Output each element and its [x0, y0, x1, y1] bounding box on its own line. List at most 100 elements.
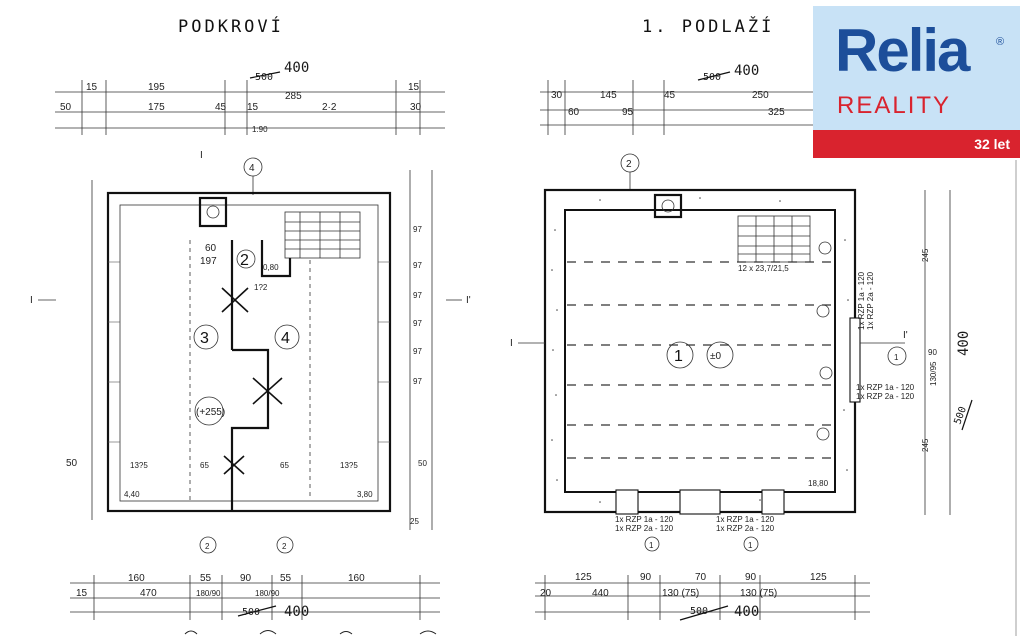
left-bottom-dim-9: 180/90 [255, 589, 280, 598]
right-side-dim-1: 245 [921, 248, 930, 262]
right-side-note-4: 1x RZP 2a - 120 [856, 392, 915, 401]
right-bottom-dim-1: 125 [575, 572, 592, 583]
left-note-60: 60 [205, 243, 217, 254]
right-top-dim-6: 95 [622, 107, 634, 118]
left-top-dim-4: 15 [408, 82, 420, 93]
left-top-dim-8: 15 [247, 102, 259, 113]
left-right-dim-3: 97 [413, 291, 422, 300]
right-level-zero: ±0 [710, 351, 721, 362]
left-note-197: 197 [200, 256, 217, 267]
left-room-4: 4 [281, 330, 290, 347]
logo-registered-mark: ® [996, 36, 1005, 48]
logo-red-bar: 32 let [813, 130, 1020, 158]
right-stair-note: 12 x 23,7/21,5 [738, 264, 789, 273]
left-axis-bottom-1: 2 [205, 542, 210, 551]
left-note-65-b: 65 [280, 461, 289, 470]
left-note-440: 4,40 [124, 490, 140, 499]
right-bottom-total-struck: 500 [690, 606, 708, 617]
left-right-dim-6: 97 [413, 377, 422, 386]
right-plan-title: 1. PODLAŽÍ [642, 15, 774, 37]
left-top-dim-1: 15 [86, 82, 98, 93]
right-bottom-dim-7: 440 [592, 588, 609, 599]
left-side-dim-50: 50 [66, 458, 78, 469]
left-top-dim-10: 30 [410, 102, 422, 113]
left-top-total-struck: 500 [255, 72, 273, 83]
right-door-note-4: 1x RZP 2a - 120 [716, 524, 775, 533]
right-axis-bottom-1: 1 [649, 541, 654, 550]
right-top-dim-3: 45 [664, 90, 676, 101]
right-side-total: 400 [956, 331, 972, 356]
right-room-1: 1 [674, 348, 683, 365]
right-top-dim-4: 250 [752, 90, 769, 101]
left-right-dim-1: 97 [413, 225, 422, 234]
left-bottom-dim-2: 55 [200, 573, 212, 584]
left-section-i-prime: I' [466, 295, 471, 306]
right-bottom-dim-8: 130 (75) [662, 588, 699, 599]
logo-brand-text: Relia [835, 17, 970, 84]
left-bottom-dim-3: 90 [240, 573, 252, 584]
right-bottom-dim-2: 90 [640, 572, 652, 583]
relia-reality-logo: Relia ® REALITY 32 let [813, 6, 1020, 158]
logo-years: 32 let [974, 136, 1010, 152]
left-axis-mark-ii: I [200, 150, 203, 161]
left-top-dim-3: 285 [285, 91, 302, 102]
right-axis-top: 2 [626, 159, 632, 170]
left-bottom-total: 400 [284, 604, 309, 620]
right-side-note-3: 1x RZP 1a - 120 [856, 383, 915, 392]
left-note-1375-b: 13?5 [340, 461, 358, 470]
left-note-65-a: 65 [200, 461, 209, 470]
right-section-i: I [510, 338, 513, 349]
left-top-dim-7: 45 [215, 102, 227, 113]
left-bottom-dim-1: 160 [128, 573, 145, 584]
right-top-total: 400 [734, 63, 759, 79]
right-top-dim-2: 145 [600, 90, 617, 101]
right-bottom-total: 400 [734, 604, 759, 620]
left-plan-title: PODKROVÍ [178, 15, 284, 37]
right-bottom-dim-5: 125 [810, 572, 827, 583]
left-bottom-dim-7: 470 [140, 588, 157, 599]
right-top-dim-1: 30 [551, 90, 563, 101]
left-room-2: 2 [240, 252, 249, 269]
left-level-255: (+255) [196, 407, 225, 418]
left-bottom-dim-8: 180/90 [196, 589, 221, 598]
right-bottom-dim-4: 90 [745, 572, 757, 583]
left-top-dim-5: 50 [60, 102, 72, 113]
left-bottom-dim-5: 160 [348, 573, 365, 584]
left-right-dim-4: 97 [413, 319, 422, 328]
left-section-i: I [30, 295, 33, 306]
right-door-note-3: 1x RZP 1a - 120 [716, 515, 775, 524]
right-axis-bottom-2: 1 [748, 541, 753, 550]
right-bottom-dim-9: 130 (75) [740, 588, 777, 599]
left-bottom-dim-6: 15 [76, 588, 88, 599]
left-note-12: 1?2 [254, 283, 268, 292]
left-top-total: 400 [284, 60, 309, 76]
left-top-dim-9: 2·2 [322, 102, 337, 113]
right-top-dim-5: 60 [568, 107, 580, 118]
left-bottom-dim-4: 55 [280, 573, 292, 584]
left-axis-bottom-2: 2 [282, 542, 287, 551]
left-right-dim-7: 50 [418, 459, 427, 468]
right-top-dim-7: 325 [768, 107, 785, 118]
right-axis-side: 1 [894, 353, 899, 362]
right-side-note-1: 1x RZP 1a - 120 [857, 271, 866, 330]
right-side-dim-2: 90 [928, 348, 937, 357]
right-door-note-2: 1x RZP 2a - 120 [615, 524, 674, 533]
right-side-note-2: 1x RZP 2a - 120 [866, 271, 875, 330]
right-door-note-1: 1x RZP 1a - 120 [615, 515, 674, 524]
left-top-dim-6: 175 [148, 102, 165, 113]
left-note-080: 0,80 [263, 263, 279, 272]
left-axis-top: 4 [249, 163, 255, 174]
logo-subtitle: REALITY [837, 92, 952, 119]
right-section-i-prime: I' [903, 330, 908, 341]
right-area-note: 18,80 [808, 479, 829, 488]
right-bottom-dim-6: 20 [540, 588, 552, 599]
left-right-dim-2: 97 [413, 261, 422, 270]
right-bottom-dim-3: 70 [695, 572, 707, 583]
logo-panel: Relia ® REALITY [813, 6, 1020, 130]
left-right-dim-5: 97 [413, 347, 422, 356]
right-top-total-struck: 500 [703, 72, 721, 83]
left-room-3: 3 [200, 330, 209, 347]
right-side-dim-3: 130/95 [929, 361, 938, 386]
left-right-dim-8: 25 [410, 517, 419, 526]
left-note-1375-a: 13?5 [130, 461, 148, 470]
